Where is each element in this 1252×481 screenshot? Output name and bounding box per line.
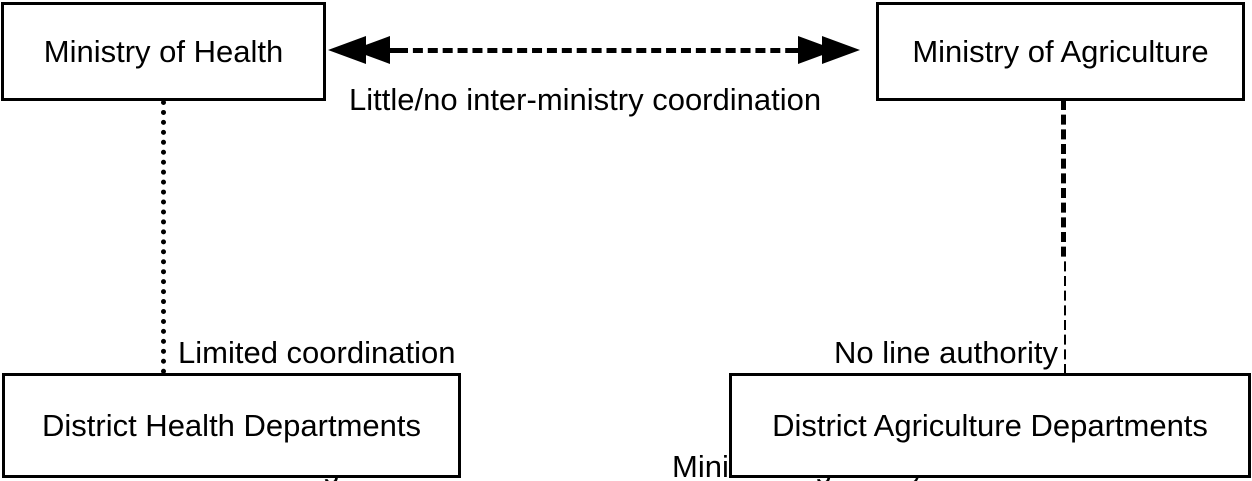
edge-label-line-1: No line authority — [833, 335, 1058, 370]
node-ministry-of-health[interactable]: Ministry of Health — [1, 2, 326, 101]
edge-label-inter-ministry: Little/no inter-ministry coordination — [345, 81, 826, 119]
node-district-health-departments[interactable]: District Health Departments — [2, 373, 461, 478]
node-label: District Health Departments — [41, 408, 421, 443]
edge-agriculture-to-district-dashed-line — [1061, 100, 1066, 374]
arrow-left-secondary-icon — [352, 36, 390, 64]
node-label: District Agriculture Departments — [772, 408, 1208, 443]
arrow-right-secondary-icon — [822, 36, 860, 64]
edge-label-line-1: Limited coordination — [178, 335, 456, 370]
edge-health-to-district-dotted-line — [161, 100, 166, 374]
node-district-agriculture-departments[interactable]: District Agriculture Departments — [729, 373, 1251, 478]
node-label: Ministry of Agriculture — [912, 34, 1209, 69]
node-label: Ministry of Health — [43, 34, 284, 69]
edge-inter-ministry-dashed-line — [398, 48, 825, 53]
node-ministry-of-agriculture[interactable]: Ministry of Agriculture — [876, 2, 1245, 101]
edge-inter-ministry-left-stub — [378, 48, 404, 53]
